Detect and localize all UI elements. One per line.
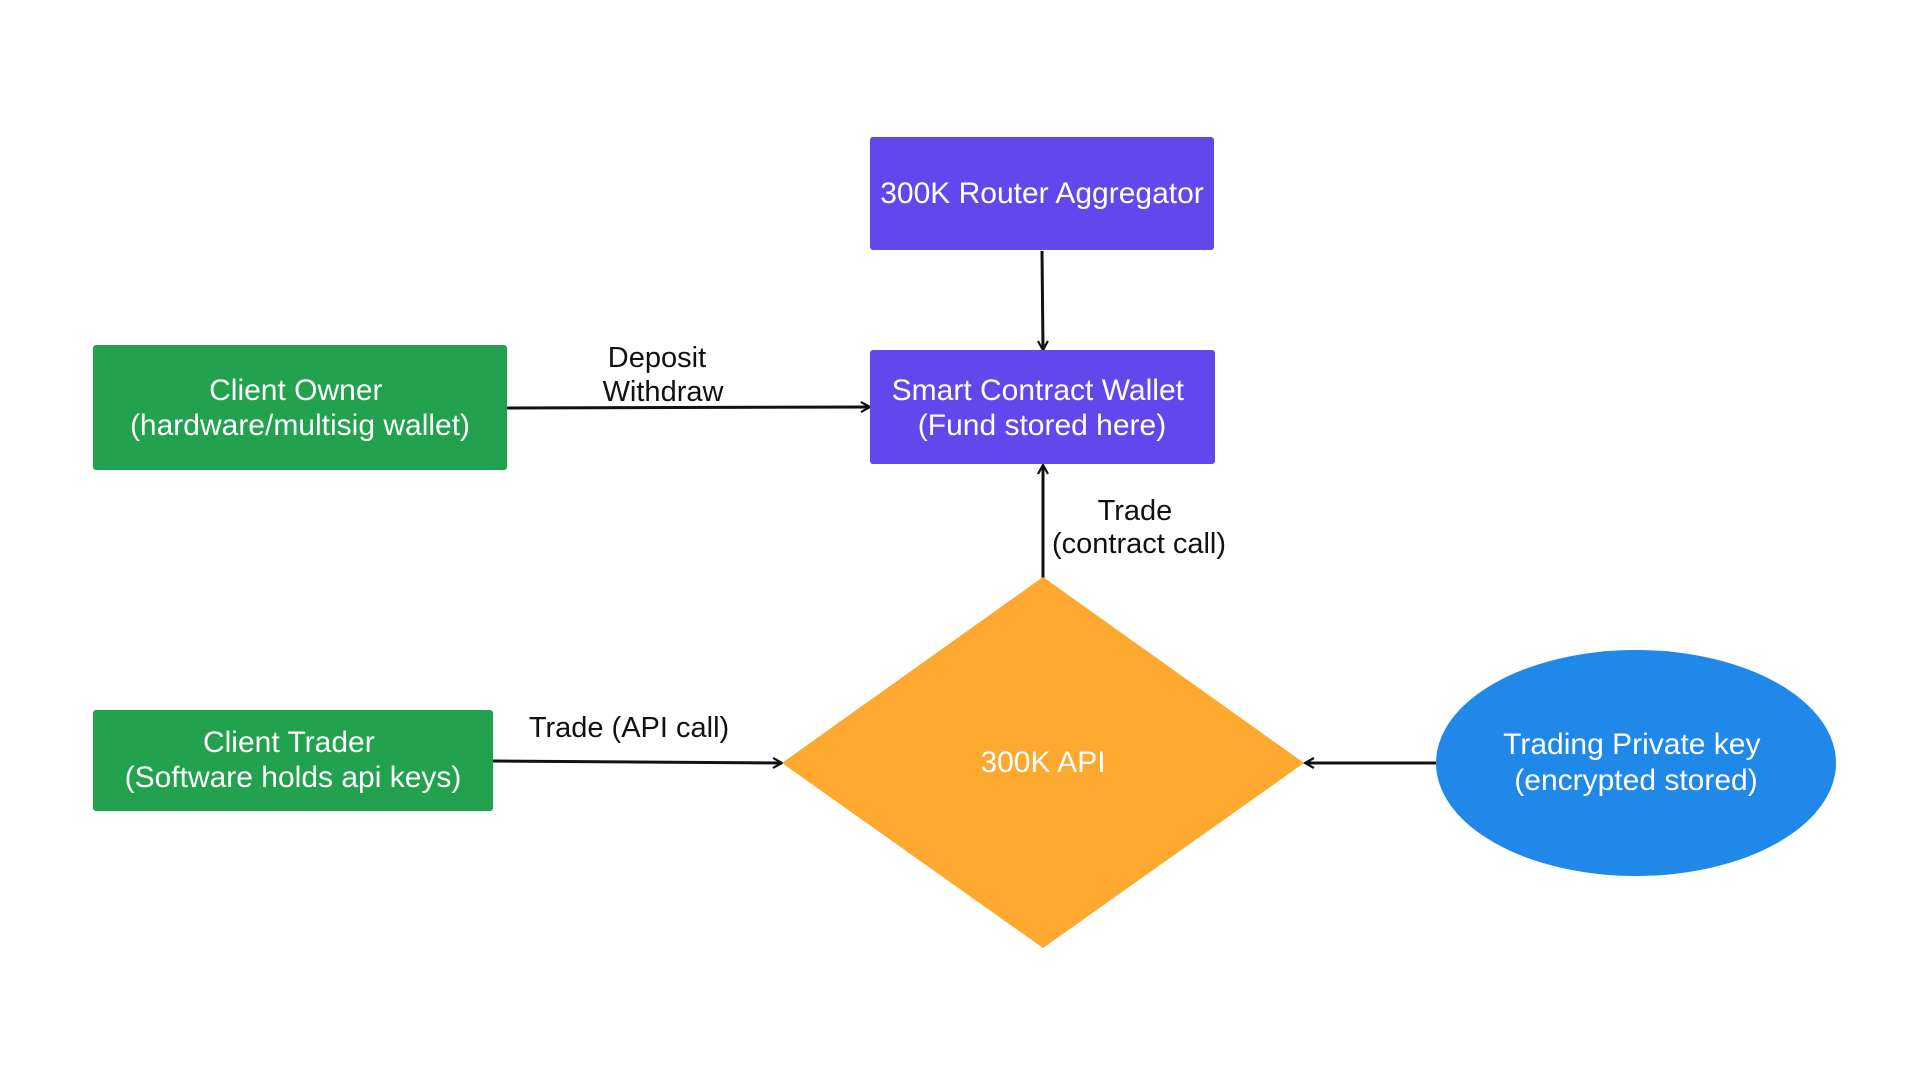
node-client-trader: Client Trader (Software holds api keys) xyxy=(93,710,493,811)
node-router-aggregator: 300K Router Aggregator xyxy=(870,137,1214,250)
node-api-label: 300K API xyxy=(980,746,1105,779)
node-client-owner: Client Owner (hardware/multisig wallet) xyxy=(93,345,507,470)
edge-label-deposit-withdraw: Deposit Withdraw xyxy=(603,342,725,408)
edge-label-trade-api-call: Trade (API call) xyxy=(529,712,729,744)
edge-owner-to-wallet xyxy=(506,407,870,408)
node-300k-api: 300K API xyxy=(782,577,1304,948)
node-key-label: Trading Private key (encrypted stored) xyxy=(1503,728,1769,797)
node-trading-private-key: Trading Private key (encrypted stored) xyxy=(1436,650,1836,876)
node-smart-contract-wallet: Smart Contract Wallet (Fund stored here) xyxy=(870,350,1215,464)
node-wallet-label: Smart Contract Wallet (Fund stored here) xyxy=(892,374,1193,442)
edge-trader-to-api xyxy=(492,761,782,763)
edge-label-trade-contract-call: Trade (contract call) xyxy=(1052,495,1226,560)
node-owner-label: Client Owner (hardware/multisig wallet) xyxy=(130,374,470,442)
node-trader-label: Client Trader (Software holds api keys) xyxy=(125,726,462,794)
node-router-label: 300K Router Aggregator xyxy=(880,177,1204,210)
edge-router-to-wallet xyxy=(1042,250,1043,350)
